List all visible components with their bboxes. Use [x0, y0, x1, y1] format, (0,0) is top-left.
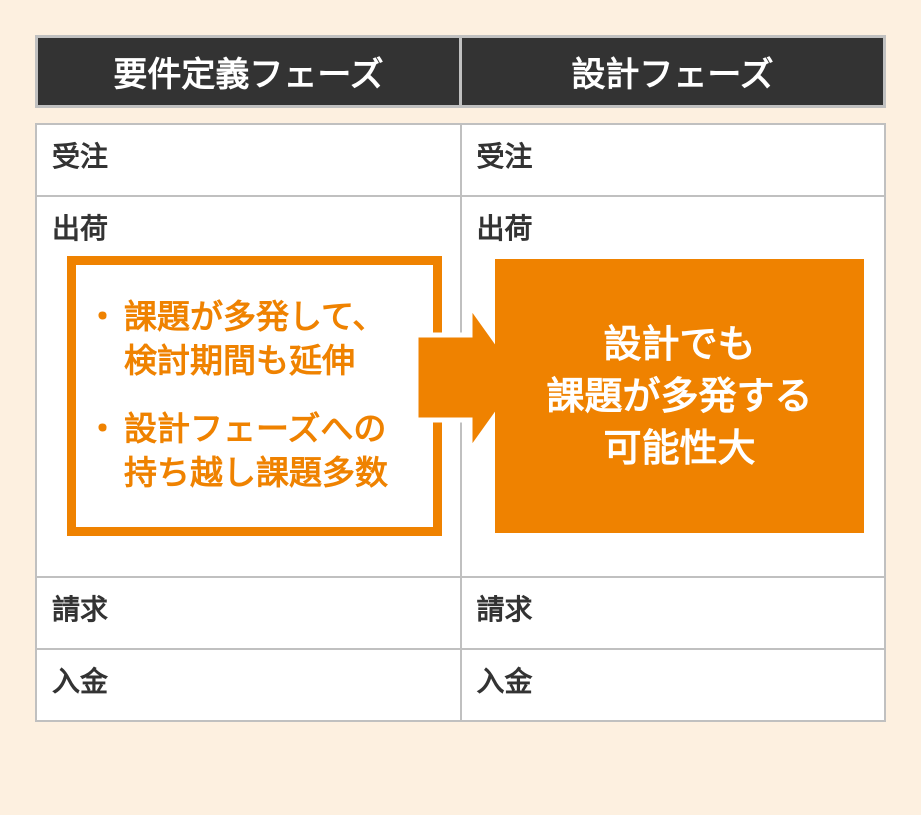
- row-label: 出荷: [476, 212, 533, 245]
- bullet-dot: ・: [86, 409, 119, 448]
- cell: 受注: [461, 125, 884, 195]
- bullet-item: ・課題が多発して、検討期間も延伸: [86, 295, 433, 383]
- cell: 請求: [461, 578, 884, 648]
- bullet-line: 持ち越し課題多数: [124, 453, 388, 492]
- row-label: 入金: [476, 665, 533, 698]
- row-label: 出荷: [52, 212, 109, 245]
- cell: 請求: [37, 578, 460, 648]
- conclusion-line: 可能性大: [603, 426, 756, 470]
- row-label: 請求: [476, 593, 533, 626]
- conclusion-box: 設計でも 課題が多発する 可能性大: [495, 259, 864, 533]
- bullet-line: 検討期間も延伸: [124, 341, 355, 380]
- cell: 入金: [461, 650, 884, 720]
- row-label: 受注: [476, 140, 533, 173]
- cell: 受注: [37, 125, 460, 195]
- bullet-dot: ・: [86, 297, 119, 336]
- header-requirements-phase: 要件定義フェーズ: [38, 38, 459, 105]
- row-label: 請求: [52, 593, 109, 626]
- header-design-phase: 設計フェーズ: [462, 38, 883, 105]
- bullet-line: 設計フェーズへの: [124, 409, 387, 448]
- issues-box: ・課題が多発して、検討期間も延伸 ・設計フェーズへの持ち越し課題多数: [67, 256, 442, 536]
- phase-header: 要件定義フェーズ 設計フェーズ: [35, 35, 886, 108]
- cell: 入金: [37, 650, 460, 720]
- row-label: 入金: [52, 665, 109, 698]
- row-label: 受注: [52, 140, 109, 173]
- bullet-line: 課題が多発して、: [124, 297, 386, 336]
- conclusion-line: 設計でも: [603, 322, 756, 366]
- bullet-item: ・設計フェーズへの持ち越し課題多数: [86, 407, 433, 495]
- conclusion-line: 課題が多発する: [546, 374, 813, 418]
